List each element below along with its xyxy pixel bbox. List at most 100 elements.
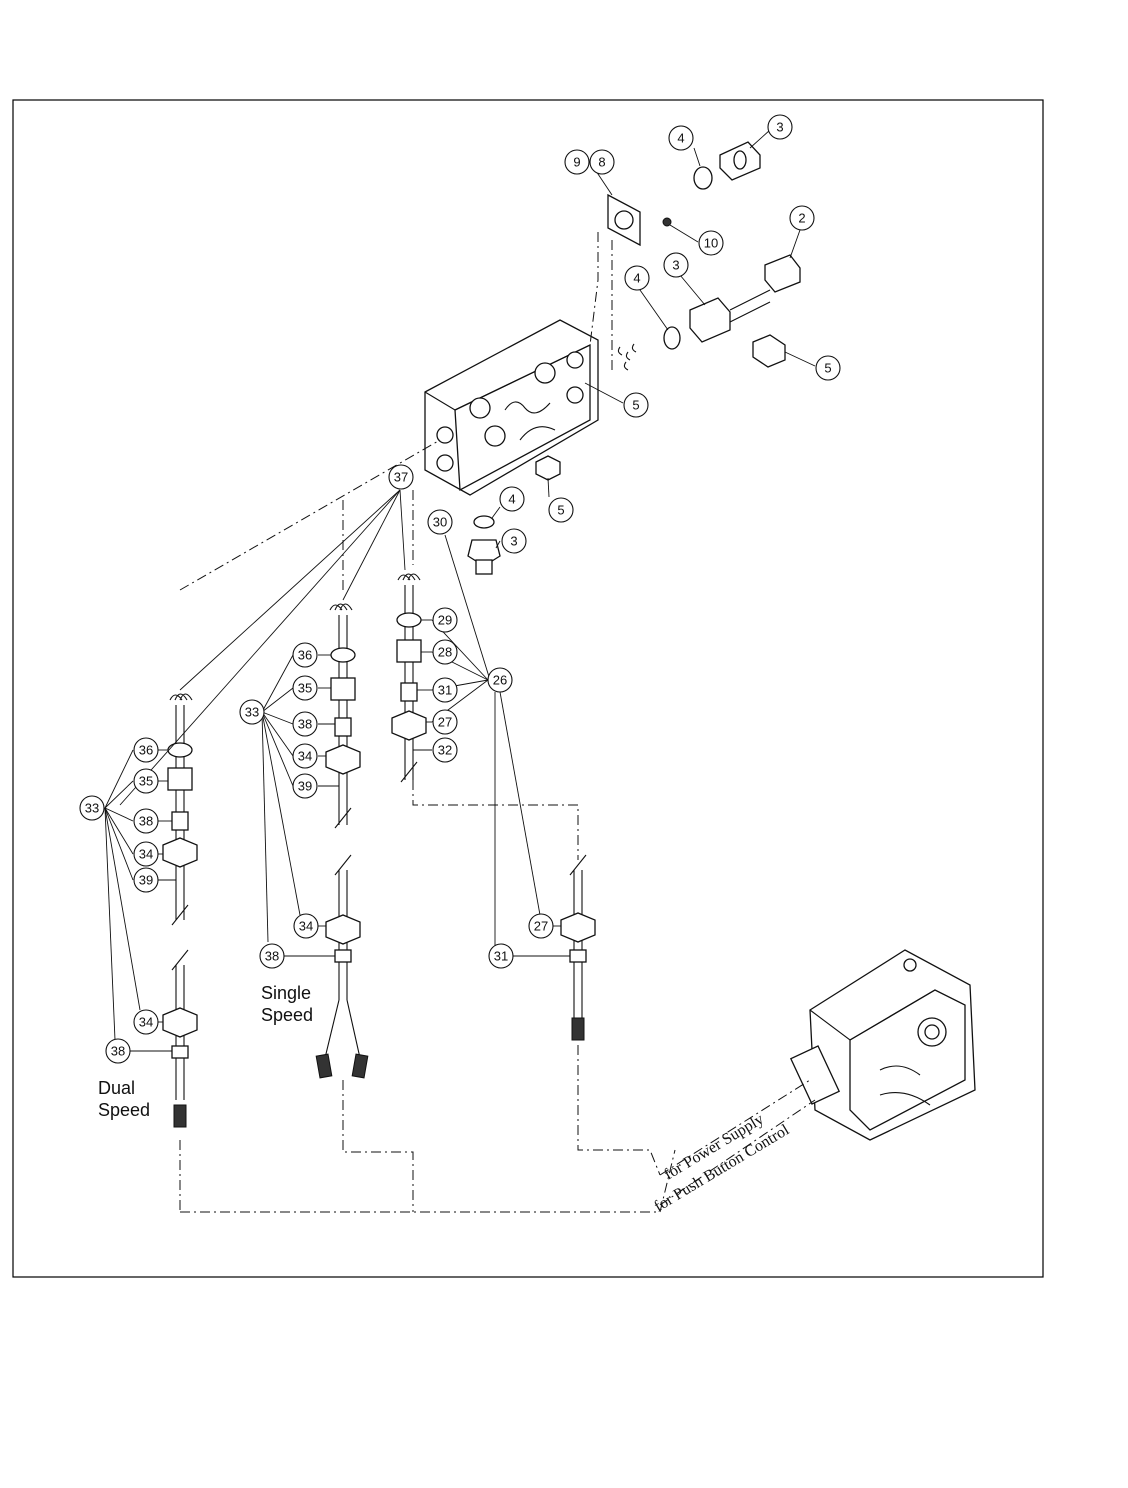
balloon-31-b: 31: [488, 943, 514, 969]
balloon-39-dual: 39: [133, 867, 159, 893]
balloon-2: 2: [789, 205, 815, 231]
dual-speed-cable: [162, 693, 198, 1128]
svg-text:38: 38: [139, 814, 153, 829]
dual-speed-label-line1: Dual: [98, 1078, 135, 1098]
svg-text:35: 35: [139, 774, 153, 789]
balloon-38-single: 38: [292, 711, 318, 737]
junction-box: [424, 319, 599, 496]
balloon-34-single-lower: 34: [293, 913, 319, 939]
svg-text:32: 32: [438, 743, 452, 758]
balloon-29: 29: [432, 607, 458, 633]
cable-gland-assembly-mid: [617, 254, 801, 371]
svg-text:9: 9: [573, 155, 580, 170]
motor-housing: [789, 949, 976, 1141]
routing-to-housing: [659, 1079, 816, 1206]
dual-speed-label-line2: Speed: [98, 1100, 150, 1120]
balloon-39-single: 39: [292, 773, 318, 799]
diagram-frame: [12, 99, 1044, 1278]
cable-leaders: [104, 489, 570, 1052]
svg-text:3: 3: [672, 258, 679, 273]
balloon-3-low: 3: [501, 528, 527, 554]
balloon-33-single: 33: [239, 699, 265, 725]
balloon-38-single-lower: 38: [259, 943, 285, 969]
svg-text:38: 38: [111, 1044, 125, 1059]
hex-nut-bottom: [535, 455, 561, 481]
balloon-34-single: 34: [292, 743, 318, 769]
svg-text:37: 37: [394, 470, 408, 485]
svg-text:38: 38: [298, 717, 312, 732]
balloon-38-dual-lower: 38: [105, 1038, 131, 1064]
balloon-34-dual-lower: 34: [133, 1009, 159, 1035]
svg-text:26: 26: [493, 673, 507, 688]
svg-text:28: 28: [438, 645, 452, 660]
balloon-36-single: 36: [292, 642, 318, 668]
balloon-34-dual: 34: [133, 841, 159, 867]
svg-text:34: 34: [139, 847, 153, 862]
screw-10: [662, 217, 672, 227]
cable-gland-top: [719, 141, 761, 181]
balloon-35-dual: 35: [133, 768, 159, 794]
svg-text:4: 4: [633, 271, 640, 286]
balloon-27-a: 27: [432, 709, 458, 735]
svg-text:34: 34: [299, 919, 313, 934]
single-speed-cable: [315, 603, 369, 1079]
svg-text:4: 4: [508, 492, 515, 507]
svg-text:10: 10: [704, 236, 718, 251]
svg-text:36: 36: [298, 648, 312, 663]
o-ring-top: [693, 166, 713, 190]
svg-text:3: 3: [510, 534, 517, 549]
svg-text:8: 8: [598, 155, 605, 170]
routing-lines: [179, 232, 676, 1213]
cable-gland-lower: [467, 515, 501, 575]
balloon-10: 10: [698, 230, 724, 256]
svg-text:39: 39: [139, 873, 153, 888]
svg-text:27: 27: [438, 715, 452, 730]
balloon-35-single: 35: [292, 675, 318, 701]
svg-text:34: 34: [139, 1015, 153, 1030]
balloon-38-dual: 38: [133, 808, 159, 834]
svg-text:3: 3: [776, 120, 783, 135]
svg-text:2: 2: [798, 211, 805, 226]
svg-text:5: 5: [824, 361, 831, 376]
svg-text:27: 27: [534, 919, 548, 934]
balloon-5-right: 5: [815, 355, 841, 381]
balloon-27-b: 27: [528, 913, 554, 939]
svg-text:30: 30: [433, 515, 447, 530]
single-speed-label-line2: Speed: [261, 1005, 313, 1025]
balloon-5-bottom: 5: [548, 497, 574, 523]
svg-text:31: 31: [494, 949, 508, 964]
balloon-33-dual: 33: [79, 795, 105, 821]
svg-text:33: 33: [245, 705, 259, 720]
svg-text:5: 5: [632, 398, 639, 413]
svg-text:29: 29: [438, 613, 452, 628]
mounting-plate: [607, 193, 641, 247]
balloon-26: 26: [487, 667, 513, 693]
balloon-8: 8: [589, 149, 615, 175]
balloon-3-mid: 3: [663, 252, 689, 278]
balloon-31-a: 31: [432, 677, 458, 703]
single-speed-label-line1: Single: [261, 983, 311, 1003]
balloon-4-top: 4: [668, 125, 694, 151]
balloon-37: 37: [388, 464, 414, 490]
svg-text:31: 31: [438, 683, 452, 698]
balloon-30: 30: [427, 509, 453, 535]
balloon-4-mid: 4: [624, 265, 650, 291]
balloon-9: 9: [564, 149, 590, 175]
svg-text:33: 33: [85, 801, 99, 816]
balloon-36-dual: 36: [133, 737, 159, 763]
control-cable: [391, 573, 596, 1041]
svg-text:38: 38: [265, 949, 279, 964]
balloon-32: 32: [432, 737, 458, 763]
balloon-28: 28: [432, 639, 458, 665]
balloon-4-low: 4: [499, 486, 525, 512]
svg-text:34: 34: [298, 749, 312, 764]
balloon-5-box: 5: [623, 392, 649, 418]
svg-text:5: 5: [557, 503, 564, 518]
svg-text:35: 35: [298, 681, 312, 696]
lock-nut-right: [752, 334, 786, 368]
svg-text:4: 4: [677, 131, 684, 146]
balloon-3-top: 3: [767, 114, 793, 140]
svg-text:36: 36: [139, 743, 153, 758]
svg-text:39: 39: [298, 779, 312, 794]
